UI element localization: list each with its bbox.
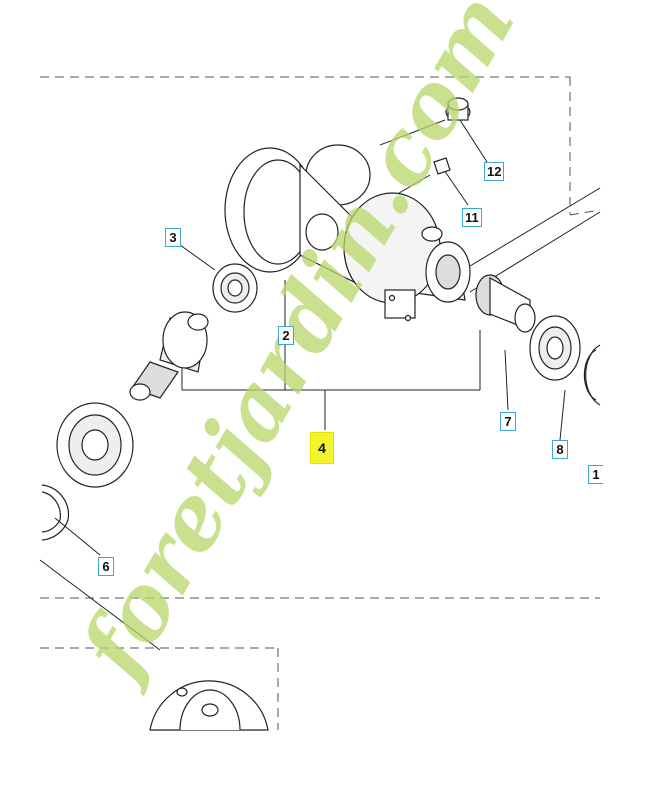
ring-part-8 <box>583 344 601 406</box>
bearing-part-3 <box>212 263 258 313</box>
callout-3: 3 <box>165 228 181 247</box>
callout-12: 12 <box>484 162 505 181</box>
callout-6: 6 <box>98 557 114 576</box>
gear-head-housing <box>224 144 471 322</box>
bottom-flange <box>149 680 269 731</box>
callout-4-highlighted: 4 <box>310 432 334 464</box>
callout-8: 8 <box>552 440 568 459</box>
callout-11: 11 <box>462 208 482 227</box>
bevel-pinion-gear <box>129 311 209 401</box>
callout-10-partial: 1 <box>588 465 603 484</box>
plug-screw-part-12 <box>445 97 471 121</box>
clip-part-11 <box>433 157 451 175</box>
bearing-left <box>56 402 134 488</box>
dashed-frame <box>40 76 601 730</box>
callout-7: 7 <box>500 412 516 431</box>
bearing-part-7 <box>529 315 581 381</box>
output-shaft <box>475 274 536 333</box>
circlip-part-6 <box>41 484 70 541</box>
callout-2: 2 <box>278 326 294 345</box>
